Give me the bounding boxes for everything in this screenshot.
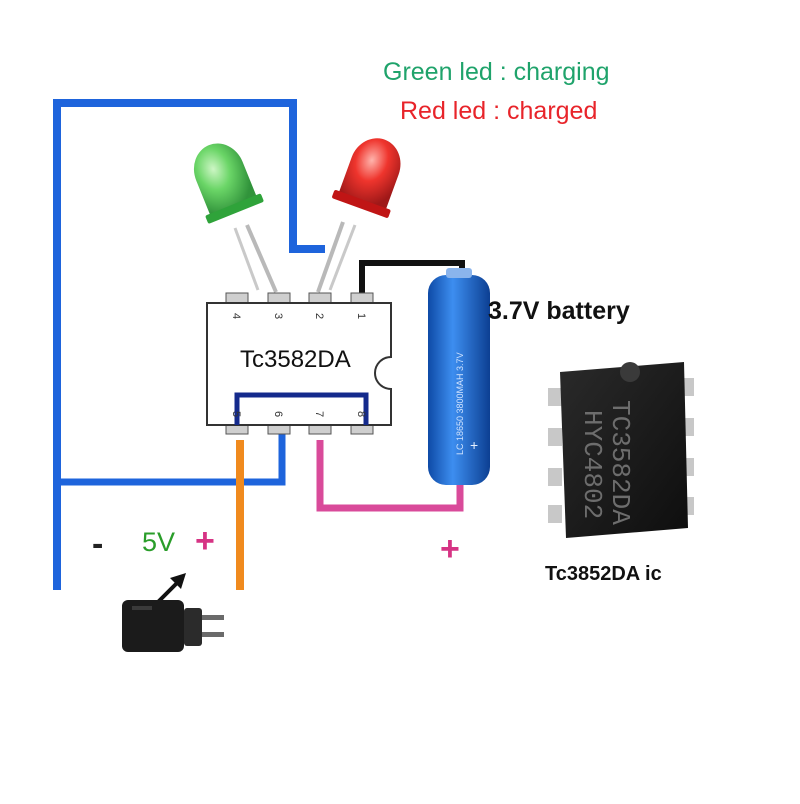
battery-plus-sign: + [440,530,460,568]
charger-plug-icon [122,600,224,652]
legend-red-led: Red led : charged [400,97,598,125]
battery-polarity: + [470,437,478,453]
ic-marking-line1: TC3582DA [605,400,635,525]
pin-number: 8 [355,411,367,417]
battery-body-text: LC 18650 3800MAH 3.7V [455,352,465,455]
pin-number: 2 [313,313,325,319]
chip-label: Tc3582DA [240,346,351,373]
green-led-leg-2 [233,227,260,291]
pin-number: 1 [355,313,367,319]
pin-number: 7 [313,411,325,417]
battery-icon: LC 18650 3800MAH 3.7V + [428,268,490,485]
red-led-icon [332,138,401,218]
green-led-icon [193,143,264,224]
pin-number: 6 [272,411,284,417]
green-led-leg [245,224,278,293]
pin-number: 3 [272,313,284,319]
dip-chip: 4 3 2 1 5 6 7 8 [206,292,392,435]
ground-wire [53,99,325,590]
ground-return-wire [57,432,286,486]
supply-minus: - [92,525,104,563]
red-led-leg-2 [328,224,357,291]
ic-marking-line2: HYC4802 [577,410,607,519]
supply-plus: + [195,522,215,560]
red-led-leg [316,221,345,293]
ic-caption: Tc3852DA ic [545,563,662,585]
supply-voltage: 5V [142,527,176,557]
battery-label: 3.7V battery [488,297,630,325]
legend-green-led: Green led : charging [383,58,610,86]
pin-number: 5 [230,411,242,417]
pin-number: 4 [230,313,242,319]
ic-photo-icon: TC3582DA HYC4802 [548,362,694,538]
battery-positive-wire [316,440,464,512]
